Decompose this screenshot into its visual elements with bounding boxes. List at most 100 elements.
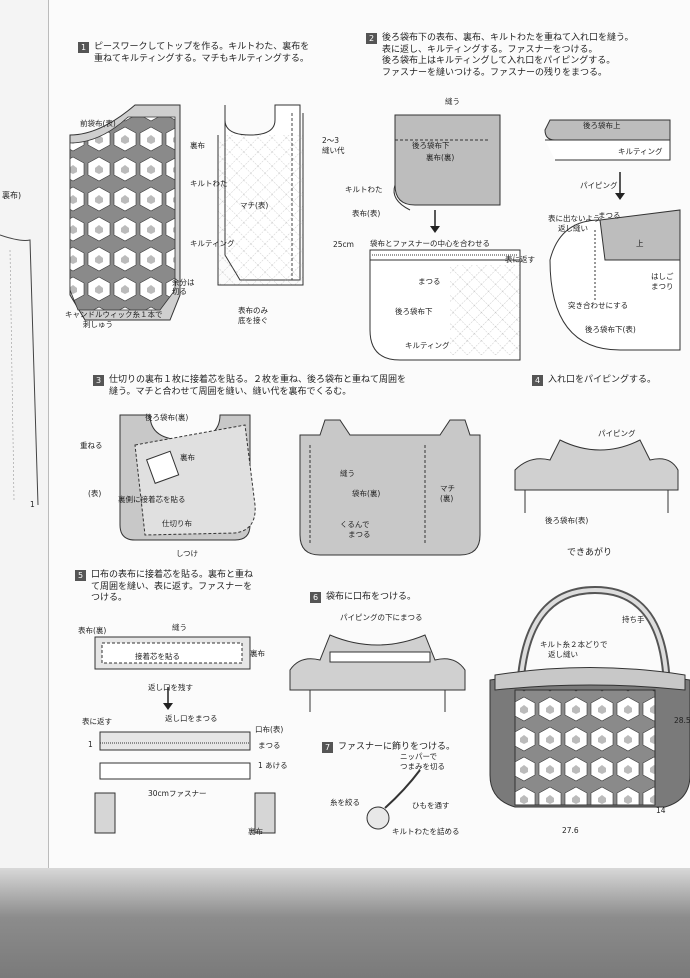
step-4-number: 4	[532, 375, 543, 386]
fig7-nipper-label: ニッパーでつまみを切る	[400, 752, 445, 771]
side-text: 裏布)	[2, 191, 22, 200]
step-3-line-2: 縫う。マチと合わせて周囲を縫い、縫い代を裏布でくるむ。	[109, 386, 352, 397]
fig2c-center-label: 袋布とファスナーの中心を合わせる	[370, 239, 490, 248]
fig5-interfacing-label: 接着芯を貼る	[135, 652, 180, 661]
fig4-back-label: 後ろ袋布(表)	[545, 516, 589, 525]
fig3b-wrap-label: くるんでまつる	[340, 520, 371, 539]
fig1-quilting-label: キルティング	[190, 239, 235, 248]
fig1-wadding-label: キルトわた	[190, 179, 228, 188]
fig3a-lining-label: 裏布	[180, 453, 195, 462]
fig1-candle-label: キャンドルウィック糸１本で刺しゅう	[65, 310, 163, 329]
fig5-open-label: 1 あける	[258, 761, 288, 770]
done-caption: できあがり	[567, 548, 613, 558]
step-4-line-1: 入れ口をパイピングする。	[548, 375, 657, 385]
fig6-note-label: パイピングの下にまつる	[340, 613, 423, 622]
fig2b-piping-label: パイピング	[580, 181, 618, 190]
step-5-number: 5	[75, 570, 86, 581]
fig5-sew-label: 縫う	[172, 623, 187, 632]
fig2c-matsuru-label: まつる	[418, 277, 441, 286]
fig2a-back-lower-label: 後ろ袋布下裏布(裏)	[412, 141, 455, 162]
step-2: 2 後ろ袋布下の表布、裏布、キルトわたを重ねて入れ口を縫う。 表に返し、キルティン…	[366, 33, 633, 79]
fig2b-butt-label: 突き合わせにする	[568, 301, 629, 310]
fig5-drawing	[94, 636, 276, 834]
fig5-leave-label: 返し口を残す	[148, 683, 193, 692]
fig2a-face-label: 表布(表)	[352, 209, 381, 218]
step-2-line-1: 後ろ袋布下の表布、裏布、キルトわたを重ねて入れ口を縫う。	[382, 33, 634, 43]
fig1-front-label: 前袋布(表)	[80, 119, 116, 128]
step-1-line-1: ピースワークしてトップを作る。キルトわた、裏布を	[94, 42, 310, 52]
fig1-surface-label: 表布のみ底を接ぐ	[238, 306, 268, 325]
fig4-piping-label: パイピング	[598, 429, 636, 438]
bag-width-label: 27.6	[562, 826, 579, 835]
fig2b-hashi-label: はしごまつり	[651, 272, 674, 291]
fig3a-interfacing-label: 裏側に接着芯を貼る	[118, 495, 186, 504]
step-6-number: 6	[310, 592, 321, 603]
step-1: 1 ピースワークしてトップを作る。キルトわた、裏布を 重ねてキルティングする。マチ…	[78, 42, 309, 65]
fig6-drawing	[289, 634, 466, 712]
step-2-line-4: ファスナーを縫いつける。ファスナーの残りをまつる。	[382, 67, 608, 78]
fig5-close-label: 返し口をまつる	[165, 714, 218, 723]
fig5-mouth-label: 口布(表)	[255, 725, 284, 734]
step-7-number: 7	[322, 742, 333, 753]
fig5-one-label: 1	[88, 740, 93, 749]
fig7-gather-label: 糸を絞る	[330, 798, 360, 807]
fig3-drawing	[119, 414, 481, 556]
fig2b-up-label: 上	[636, 239, 644, 248]
fig3b-gusset-label: マチ(裏)	[440, 484, 455, 503]
fig2b-matsuru-label: まつる	[598, 211, 621, 220]
fig2b-upper-label: 後ろ袋布上	[583, 121, 621, 130]
fig2c-turn-label: 表に返す	[505, 255, 535, 264]
step-3: 3 仕切りの裏布１枚に接着芯を貼る。２枚を重ね、後ろ袋布と重ねて周囲を 縫う。マチ…	[93, 375, 406, 398]
fig2c-size-label: 25cm	[333, 240, 354, 249]
fig3a-baste-label: しつけ	[176, 549, 199, 558]
fig1-lining-label: 裏布	[190, 141, 205, 150]
bag-depth-label: 14	[656, 806, 666, 815]
fig5-face-label: 表布(裏)	[78, 626, 107, 635]
fig5-lining2-label: 裏布	[248, 827, 263, 836]
fig7-drawing	[366, 769, 421, 830]
step-6: 6 袋布に口布をつける。	[310, 592, 416, 604]
fig5-turn-label: 表に返す	[82, 717, 112, 726]
fig3b-sew-label: 縫う	[340, 469, 355, 478]
step-1-line-2: 重ねてキルティングする。マチもキルティングする。	[94, 53, 309, 64]
fig2b-blind-label: 表に出ないよう返し縫い	[548, 214, 601, 233]
fig5-lining-label: 裏布	[250, 649, 265, 658]
bag-height-label: 28.5	[674, 716, 690, 725]
fig2b-lower-face-label: 後ろ袋布下(表)	[585, 325, 636, 334]
fig5-matsuru-label: まつる	[258, 741, 281, 750]
fig3a-front-label: (表)	[88, 489, 102, 498]
step-7-line-1: ファスナーに飾りをつける。	[338, 742, 456, 752]
step-2-line-3: 後ろ袋布上はキルティングして入れ口をパイピングする。	[382, 56, 616, 66]
fig2c-quilting-label: キルティング	[405, 341, 450, 350]
previous-page-edge	[0, 0, 49, 870]
finished-bag-drawing	[489, 585, 690, 808]
scan-bottom-shadow	[0, 868, 690, 978]
step-4: 4 入れ口をパイピングする。	[532, 375, 656, 387]
step-6-line-1: 袋布に口布をつける。	[326, 592, 417, 602]
step-3-number: 3	[93, 375, 104, 386]
step-2-line-2: 表に返し、キルティングする。ファスナーをつける。	[382, 44, 598, 55]
step-1-number: 1	[78, 42, 89, 53]
fig2b-quilting-label: キルティング	[618, 147, 663, 156]
side-one: 1	[30, 500, 35, 509]
fig2a-wadding-label: キルトわた	[345, 185, 383, 194]
fig3b-bag-label: 袋布(裏)	[352, 489, 381, 498]
fig5-zipper-label: 30cmファスナー	[148, 789, 207, 798]
fig2a-sew-label: 縫う	[445, 97, 460, 106]
fig1-gusset-label: マチ(表)	[240, 201, 269, 210]
fig3a-overlap-label: 重ねる	[80, 441, 103, 450]
step-2-number: 2	[366, 33, 377, 44]
fig2c-lower-label: 後ろ袋布下	[395, 307, 433, 316]
step-7: 7 ファスナーに飾りをつける。	[322, 742, 455, 754]
step-5-line-3: つける。	[91, 593, 128, 603]
fig7-string-label: ひもを通す	[412, 801, 450, 810]
fig7-stuff-label: キルトわたを詰める	[392, 827, 460, 836]
bag-stitch-label: キルト糸２本どりで返し縫い	[540, 640, 608, 659]
bag-handle-label: 持ち手	[622, 615, 645, 624]
fig1-excess-label: 余分は切る	[172, 278, 195, 296]
fig4-drawing	[514, 439, 679, 513]
step-3-line-1: 仕切りの裏布１枚に接着芯を貼る。２枚を重ね、後ろ袋布と重ねて周囲を	[109, 375, 407, 385]
